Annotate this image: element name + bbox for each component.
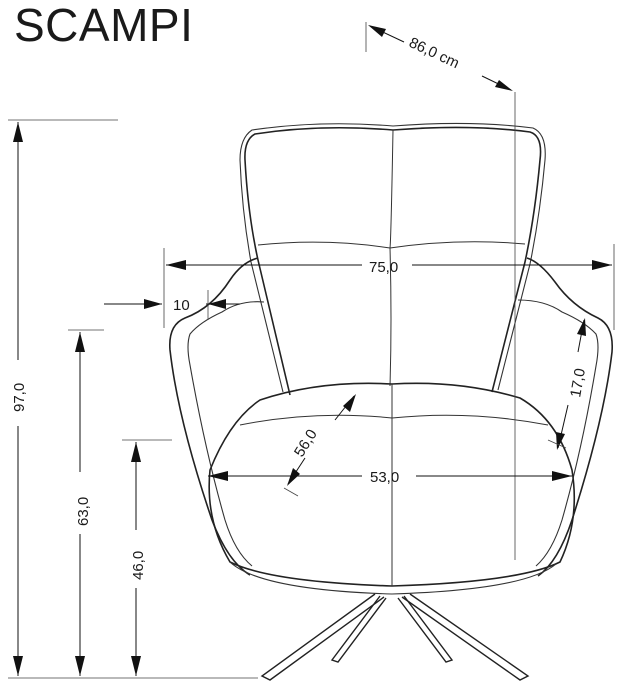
- total-height-label: 97,0: [11, 383, 28, 412]
- left-armrest-inner: [187, 301, 265, 567]
- seat-height-arrow-top: [131, 442, 141, 462]
- seat-depth-label: 56,0: [291, 426, 321, 460]
- seat-base: [229, 561, 557, 595]
- total-height-arrow-top: [13, 122, 23, 142]
- seat-width-arrow-right: [552, 471, 572, 481]
- width-arrow-right: [592, 260, 612, 270]
- right-armrest-inner: [517, 299, 599, 567]
- depth-arrow-left: [368, 25, 386, 37]
- arm-height-ext: [547, 439, 567, 449]
- depth-arrow-right: [495, 80, 513, 91]
- arm-height-arrow-bottom: [556, 432, 565, 450]
- armrest-height-arrow-bottom: [75, 656, 85, 676]
- leg-right: [401, 593, 530, 681]
- total-height-arrow-bottom: [13, 656, 23, 676]
- armrest-height-arrow-top: [75, 332, 85, 352]
- width-label: 75,0: [369, 259, 398, 276]
- seat-height-label: 46,0: [130, 551, 147, 580]
- offset-label: 10: [173, 297, 190, 314]
- width-arrow-left: [166, 260, 186, 270]
- seat-cushion-seam-front: [239, 414, 549, 426]
- seat-depth-ext: [283, 487, 299, 497]
- backrest-vertical-seam: [389, 129, 394, 387]
- leg-center-right: [397, 595, 454, 663]
- offset-arrow-right: [208, 299, 226, 309]
- backrest-horizontal-seam: [257, 241, 526, 249]
- armrest-height-label: 63,0: [75, 497, 92, 526]
- arm-height-label: 17,0: [567, 367, 589, 399]
- leg-center-left: [330, 595, 387, 663]
- seat-width-arrow-left: [208, 471, 228, 481]
- seat-depth-arrow-bottom: [287, 468, 300, 486]
- arm-height-arrow-top: [577, 318, 586, 336]
- product-title: SCAMPI: [14, 0, 194, 51]
- seat-width-label: 53,0: [370, 469, 399, 486]
- right-armrest-outline: [526, 257, 614, 577]
- depth-label: 86,0 cm: [406, 34, 462, 72]
- seat-cushion-outline: [208, 382, 576, 587]
- offset-arrow-left: [144, 299, 162, 309]
- seat-depth-arrow-top: [343, 394, 356, 412]
- backrest-inner-edge: [239, 122, 546, 393]
- leg-left: [260, 593, 385, 681]
- seat-height-arrow-bottom: [131, 656, 141, 676]
